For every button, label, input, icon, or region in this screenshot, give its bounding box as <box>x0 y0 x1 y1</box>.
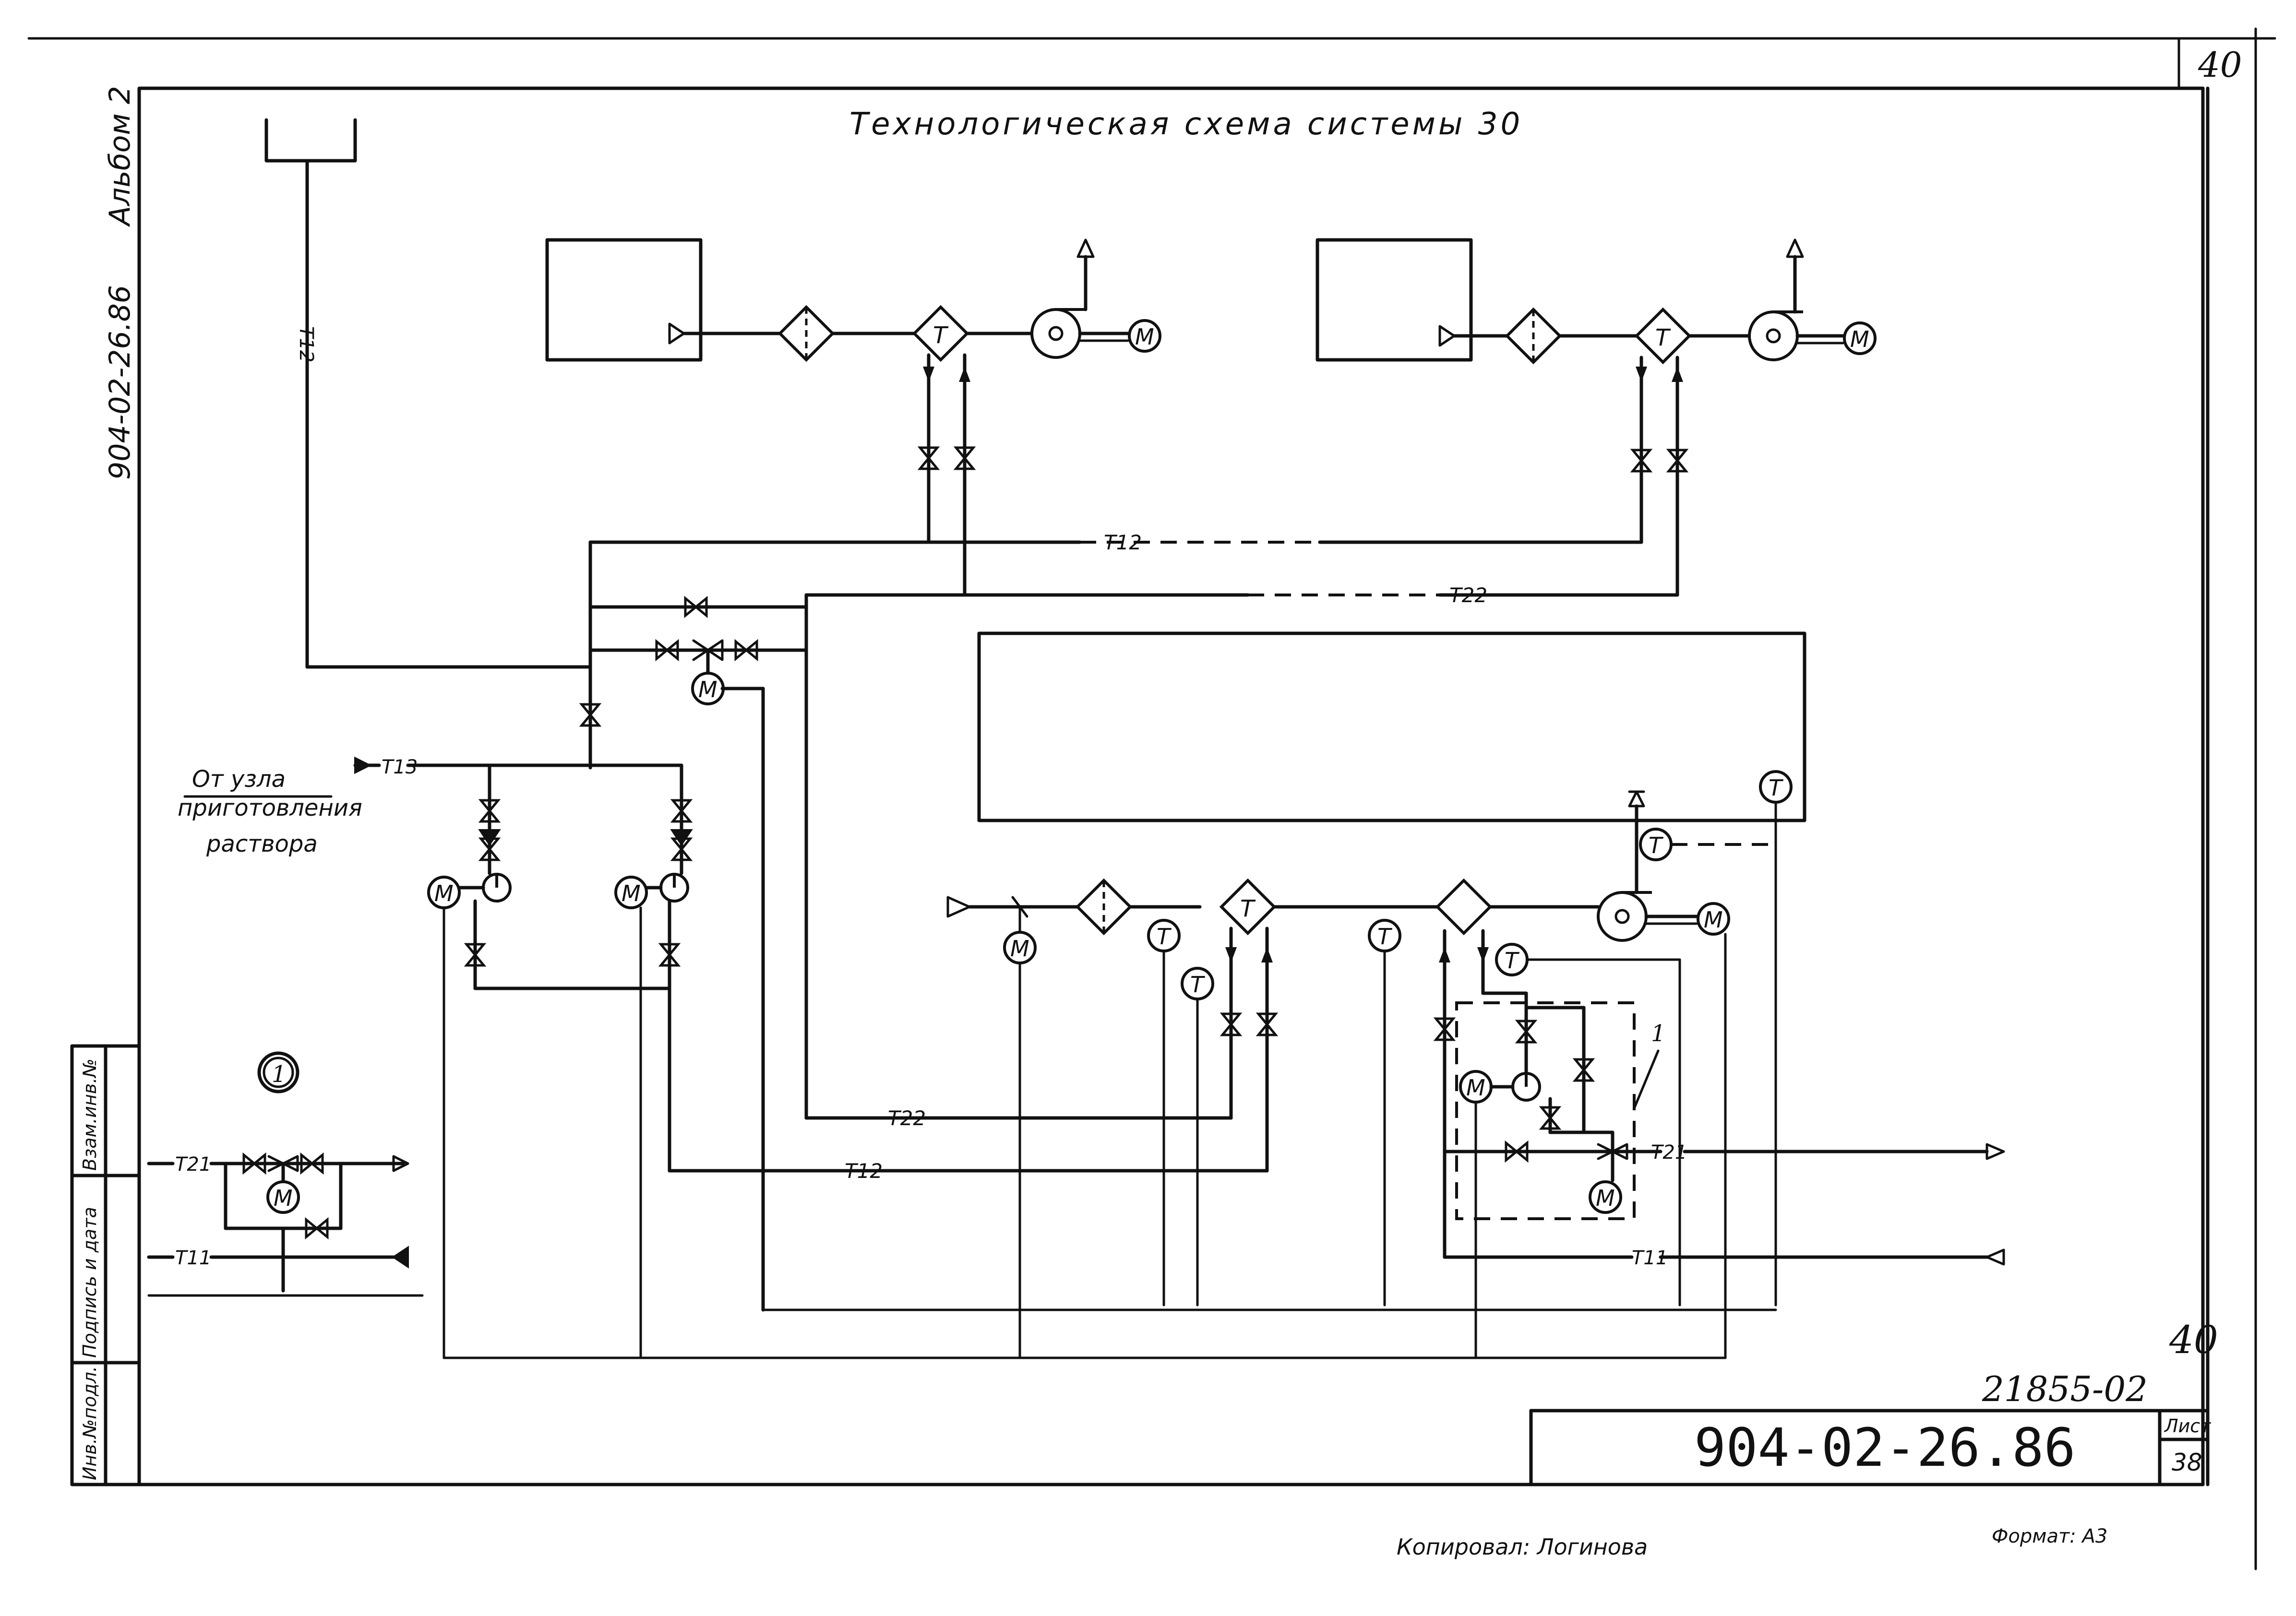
process-chamber <box>977 631 1806 822</box>
thermo-label-e: Т <box>1505 948 1520 974</box>
air-handler-unit-2: Т М <box>1315 238 1875 597</box>
pump-motor-label-1: М <box>434 880 454 906</box>
fan-motor-label: М <box>1135 324 1154 350</box>
thermo-label-d: Т <box>1649 832 1664 858</box>
main-headers: Т12 Т22 М <box>582 531 1679 1312</box>
node-legend-number: 1 <box>272 1061 287 1088</box>
air-handler-unit-3: Т М М Т Т Т Т22 Т <box>804 790 1777 1359</box>
pipe-label-t22: Т22 <box>1449 583 1487 607</box>
order-number: 21855-02 <box>1982 1369 2148 1409</box>
stamp-columns: Инв.№подл. Подпись и дата Взам.инв.№ <box>70 1044 141 1486</box>
drawing-designation: 904-02-26.86 <box>1694 1417 2076 1478</box>
pump-motor-label-2: М <box>622 880 641 906</box>
hx-label-3: Т <box>1240 895 1256 922</box>
control-lines <box>442 933 1777 1359</box>
diagram-title: Технологическая схема системы 30 <box>849 107 1523 142</box>
pipe-label-t12-vertical: Т12 <box>295 326 317 362</box>
pipe-label-t21-right: Т21 <box>1651 1141 1687 1164</box>
drawing-code-vertical: 904-02-26.86 <box>103 285 137 480</box>
pipe-label-t13: Т13 <box>382 756 418 778</box>
pipe-label-t22-lower: Т22 <box>888 1106 926 1130</box>
node-legend: 1 Т21 М Т11 <box>147 1051 424 1297</box>
legend-motor-label: М <box>274 1185 293 1211</box>
pipe-label-t12-lower: Т12 <box>845 1159 883 1183</box>
source-label-line3: раствора <box>206 831 318 857</box>
source-label-line1: От узла <box>192 766 286 793</box>
side-strip: Альбом 2 904-02-26.86 <box>103 86 137 480</box>
damper-motor-label: М <box>1010 936 1029 962</box>
sheet-format: Формат: А3 <box>1992 1525 2107 1547</box>
receiving-tank: Т12 <box>264 118 592 669</box>
stamp-inv-podl: Инв.№подл. <box>79 1366 100 1480</box>
node-valve-motor-label: М <box>1596 1185 1615 1211</box>
thermo-label-b: Т <box>1190 972 1206 998</box>
sheet-number: 38 <box>2172 1449 2202 1476</box>
hx-label-2: Т <box>1655 324 1671 351</box>
source-node: От узла приготовления раствора Т13 М М Т… <box>178 756 1269 1359</box>
stamp-vzam-inv: Взам.инв.№ <box>79 1058 100 1171</box>
stamp-podpis-data: Подпись и дата <box>79 1207 100 1358</box>
thermo-label-c: Т <box>1377 924 1393 950</box>
fan-motor-label-3: М <box>1704 907 1723 933</box>
mixing-motor-label: М <box>698 677 718 702</box>
detail-callout: 1 <box>1651 1020 1666 1047</box>
pipe-label-t21-legend: Т21 <box>175 1153 211 1176</box>
pipe-label-t11-legend: Т11 <box>175 1247 211 1269</box>
page-number: 40 <box>2198 45 2242 85</box>
sheet-label: Лист <box>2164 1415 2212 1437</box>
pipe-label-t12: Т12 <box>1104 531 1142 554</box>
title-block: 21855-02 Лист 38 904-02-26.86 <box>1529 1369 2212 1486</box>
copied-by: Копировал: Логинова <box>1397 1534 1648 1560</box>
source-label-line2: приготовления <box>178 795 362 821</box>
chamber-thermo-label: Т <box>1769 775 1784 801</box>
page-number-handwritten: 40 <box>2169 1318 2218 1362</box>
thermo-label-a: Т <box>1157 924 1172 950</box>
node-pump-motor-label: М <box>1466 1075 1485 1101</box>
fan-motor-label-2: М <box>1850 326 1869 352</box>
control-node-1: М М Т21 1 Т11 <box>1436 929 2005 1359</box>
album-label: Альбом 2 <box>103 86 137 227</box>
drawing-frame <box>27 27 2276 1570</box>
hx-label: Т <box>933 322 949 349</box>
air-handler-unit-1: Т М <box>545 238 1160 597</box>
